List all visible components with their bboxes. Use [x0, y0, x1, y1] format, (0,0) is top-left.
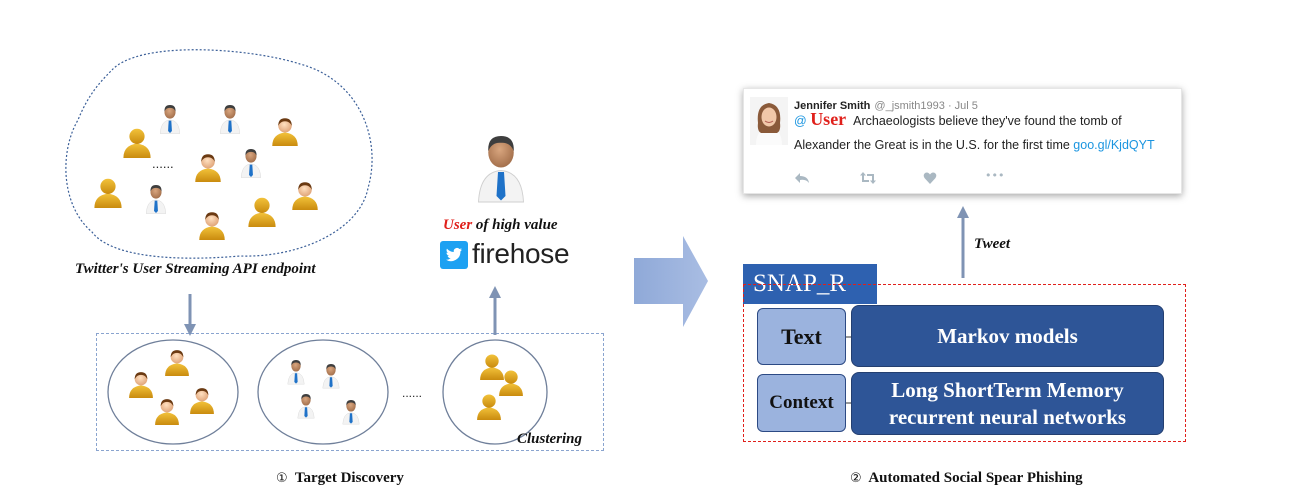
- tweet-header: Jennifer Smith @_jsmith1993 · Jul 5: [794, 96, 978, 114]
- markov-models-box: Markov models: [851, 305, 1164, 367]
- businessman-icon: [238, 144, 264, 180]
- arrow-up: [489, 286, 501, 335]
- context-box: Context: [757, 374, 846, 432]
- person-gold-icon: [197, 210, 227, 240]
- more-icon[interactable]: •••: [985, 169, 1005, 182]
- user-stream-cloud: [65, 49, 373, 259]
- tweet-arrow: [957, 206, 969, 278]
- businessman-icon: [157, 100, 183, 136]
- cluster-ellipsis: ......: [402, 386, 423, 400]
- person-gold-icon: [290, 180, 320, 210]
- person-gold-icon: [121, 126, 153, 158]
- caption-number-2: ②: [850, 471, 862, 486]
- person-gold-icon: [193, 152, 223, 182]
- tweet-line-2: Alexander the Great is in the U.S. for t…: [794, 138, 1155, 152]
- lstm-box: Long ShortTerm Memory recurrent neural n…: [851, 372, 1164, 435]
- high-value-suffix: of high value: [472, 217, 558, 233]
- person-gold-icon: [188, 386, 216, 414]
- snap-r-frame: [743, 284, 1186, 442]
- target-discovery-caption: ① Target Discovery: [276, 470, 404, 487]
- businessman-icon: [471, 124, 531, 208]
- person-gold-icon: [163, 348, 191, 376]
- person-gold-icon: [270, 116, 300, 146]
- person-gold-icon: [92, 176, 124, 208]
- businessman-icon: [143, 180, 169, 216]
- tweet-card[interactable]: Jennifer Smith @_jsmith1993 · Jul 5 @ Us…: [743, 88, 1182, 194]
- stream-ellipsis: ......: [152, 156, 174, 171]
- snap-connectors: [846, 336, 853, 404]
- lstm-line-1: Long ShortTerm Memory: [891, 377, 1124, 402]
- cluster-ellipses: [107, 339, 548, 445]
- firehose-label: firehose: [472, 238, 570, 269]
- avatar: [750, 97, 788, 145]
- tweet-user-mention: User: [810, 109, 847, 129]
- twitter-bird-icon: [440, 241, 468, 269]
- businessman-icon: [320, 360, 342, 390]
- arrow-down: [184, 294, 196, 336]
- clustering-label: Clustering: [517, 431, 583, 447]
- person-gold-icon: [127, 370, 155, 398]
- tweet-link[interactable]: goo.gl/KjdQYT: [1073, 138, 1155, 152]
- tweet-text-line2: Alexander the Great is in the U.S. for t…: [794, 138, 1070, 152]
- user-word: User: [443, 217, 473, 233]
- businessman-icon: [295, 390, 317, 420]
- big-arrow-icon: [634, 236, 708, 327]
- tweet-text-line1: Archaeologists believe they've found the…: [853, 114, 1122, 128]
- retweet-icon[interactable]: [859, 171, 877, 185]
- tweet-label: Tweet: [974, 236, 1011, 252]
- tweet-at: @: [794, 114, 807, 128]
- like-icon[interactable]: [923, 171, 937, 185]
- person-gold-icon: [246, 195, 278, 227]
- high-value-user-label: User of high value: [443, 217, 558, 234]
- businessman-icon: [285, 356, 307, 386]
- caption-number-1: ①: [276, 471, 288, 486]
- caption-text-2: Automated Social Spear Phishing: [868, 470, 1083, 486]
- stream-label: Twitter's User Streaming API endpoint: [75, 261, 316, 277]
- clustering-box: [96, 333, 604, 451]
- person-gold-icon: [475, 392, 503, 420]
- caption-text-1: Target Discovery: [294, 470, 404, 486]
- businessman-icon: [217, 100, 243, 136]
- businessman-icon: [340, 396, 362, 426]
- lstm-line-2: recurrent neural networks: [888, 404, 1127, 429]
- tweet-author-name[interactable]: Jennifer Smith: [794, 100, 871, 112]
- person-gold-icon: [153, 397, 181, 425]
- reply-icon[interactable]: [794, 171, 810, 185]
- tweet-handle: @_jsmith1993 · Jul 5: [874, 100, 978, 112]
- spear-phishing-caption: ② Automated Social Spear Phishing: [850, 470, 1083, 487]
- text-box: Text: [757, 308, 846, 365]
- tweet-line-1: @ User Archaeologists believe they've fo…: [794, 109, 1122, 130]
